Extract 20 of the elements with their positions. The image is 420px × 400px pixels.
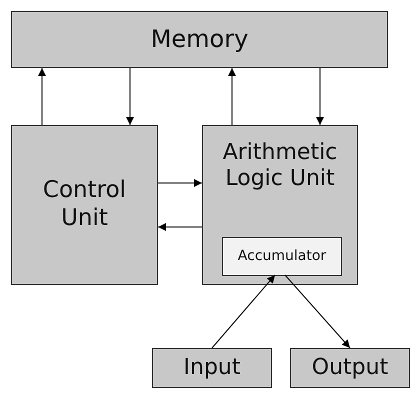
unit-label: Accumulator <box>238 248 326 265</box>
unit-box <box>202 125 358 285</box>
unit-box <box>11 11 388 68</box>
unit-box <box>152 348 272 388</box>
unit-box <box>290 348 410 388</box>
unit-label: Memory <box>150 25 248 54</box>
unit-label: Control Unit <box>42 177 128 233</box>
arrow <box>38 68 46 126</box>
arrow <box>228 68 236 126</box>
unit-label: Input <box>184 354 240 382</box>
arrow <box>212 274 276 348</box>
unit-label: Output <box>312 354 388 382</box>
register-box <box>222 237 342 276</box>
unit-box <box>11 125 158 285</box>
arrow <box>284 274 350 348</box>
arrow <box>316 68 324 126</box>
arrow <box>158 223 202 231</box>
arrow <box>126 68 134 126</box>
arrow <box>158 179 202 187</box>
unit-label: Arithmetic Logic Unit <box>222 140 338 193</box>
